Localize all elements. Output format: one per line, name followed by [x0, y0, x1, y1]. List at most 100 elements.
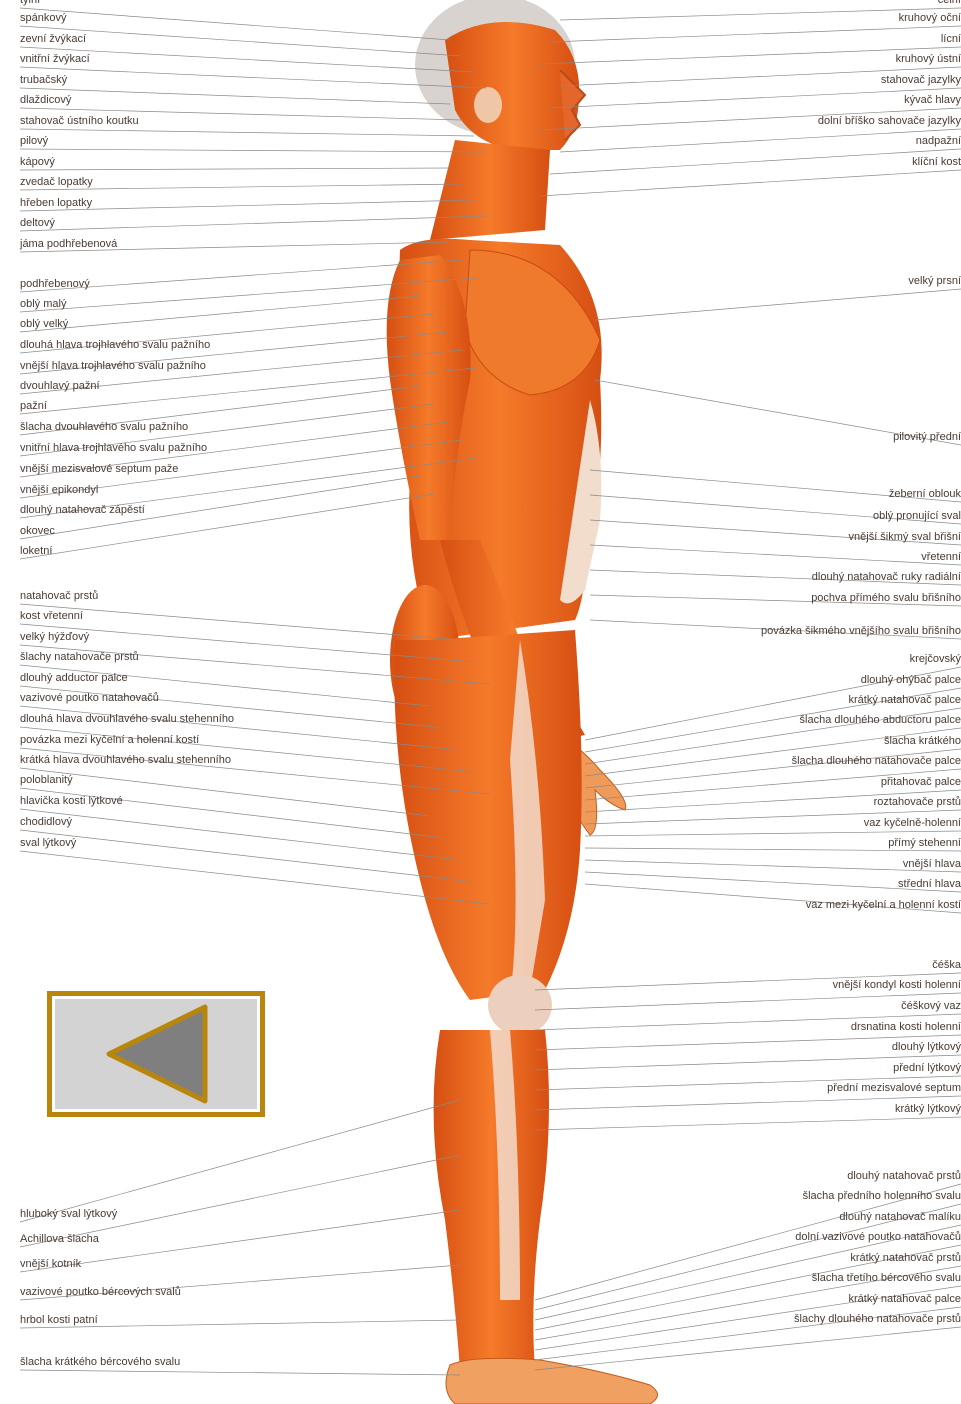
left-label: dlouhý natahovač zápěstí — [20, 504, 145, 517]
leader-line — [560, 129, 961, 152]
head — [415, 0, 585, 150]
left-label: hluboký sval lýtkový — [20, 1208, 117, 1221]
leader-line — [590, 545, 961, 565]
right-label: vaz kyčelně-holenní — [864, 817, 961, 830]
right-label: kývač hlavy — [904, 94, 961, 107]
left-label: stahovač ústního koutku — [20, 115, 139, 128]
right-label: oblý pronující sval — [873, 510, 961, 523]
right-label: stahovač jazylky — [881, 74, 961, 87]
right-label: šlacha krátkého — [884, 735, 961, 748]
foot — [446, 1358, 658, 1404]
left-label: trubačský — [20, 74, 67, 87]
right-label: dlouhý ohýbač palce — [861, 674, 961, 687]
back-button[interactable] — [45, 989, 267, 1119]
right-label: dlouhý natahovač prstů — [847, 1170, 961, 1183]
left-label: vnější hlava trojhlavého svalu pažního — [20, 360, 206, 373]
left-label: vazivové poutko natahovačů — [20, 692, 159, 705]
leader-line — [20, 88, 450, 104]
left-label: loketní — [20, 545, 52, 558]
right-label: povázka šikmého vnějšího svalu břišního — [761, 625, 961, 638]
right-label: pochva přímého svalu břišního — [811, 592, 961, 605]
leader-line — [535, 1117, 961, 1130]
right-label: přední mezisvalové septum — [827, 1082, 961, 1095]
left-label: oblý velký — [20, 318, 68, 331]
left-label: dlouhý adductor palce — [20, 672, 128, 685]
right-label: krátký lýtkový — [895, 1103, 961, 1116]
left-label: hlavička kosti lýtkové — [20, 795, 123, 808]
left-label: kápový — [20, 156, 55, 169]
left-label: spánkový — [20, 12, 66, 25]
right-label: krátký natahovač palce — [848, 694, 961, 707]
right-label: klíční kost — [912, 156, 961, 169]
leader-line — [550, 88, 961, 108]
left-label: velký hýžďový — [20, 631, 89, 644]
right-label: čéškový vaz — [901, 1000, 961, 1013]
left-label: pažní — [20, 400, 47, 413]
left-label: vnější epikondyl — [20, 484, 98, 497]
leader-line — [20, 168, 450, 170]
right-label: šlacha předního holenního svalu — [803, 1190, 961, 1203]
left-label: natahovač prstů — [20, 590, 98, 603]
left-label: vnější kotník — [20, 1258, 81, 1271]
leader-line — [20, 216, 486, 231]
left-label: poloblanitý — [20, 774, 73, 787]
leader-line — [20, 809, 460, 860]
right-label: vaz mezi kyčelní a holenní kostí — [806, 899, 961, 912]
right-label: přitahovač palce — [881, 776, 961, 789]
left-label: oblý malý — [20, 298, 66, 311]
right-label: vnější šikmý sval břišní — [849, 531, 961, 544]
left-label: hrbol kosti patní — [20, 1314, 98, 1327]
left-label: okovec — [20, 525, 55, 538]
right-label: nadpažní — [916, 135, 961, 148]
right-label: dlouhý natahovač ruky radiální — [812, 571, 961, 584]
right-label: krejčovský — [910, 653, 961, 666]
leader-line — [20, 1370, 460, 1375]
left-label: zvedač lopatky — [20, 176, 93, 189]
left-label: dlouhá hlava trojhlavého svalu pažního — [20, 339, 210, 352]
leader-line — [20, 296, 420, 332]
right-label: velký prsní — [908, 275, 961, 288]
left-label: deltový — [20, 217, 55, 230]
left-label: týlní — [20, 0, 40, 7]
left-label: vnější mezisvalové septum paže — [20, 463, 178, 476]
leader-line — [550, 149, 961, 174]
left-label: podhřebenový — [20, 278, 90, 291]
leader-line — [20, 26, 462, 56]
left-label: hřeben lopatky — [20, 197, 92, 210]
left-label: vnitřní hlava trojhlavého svalu pažního — [20, 442, 207, 455]
right-label: drsnatina kosti holenní — [851, 1021, 961, 1034]
right-label: střední hlava — [898, 878, 961, 891]
left-label: krátká hlava dvouhlavého svalu stehenníh… — [20, 754, 231, 767]
leader-line — [595, 289, 961, 320]
leader-line — [535, 993, 961, 1010]
right-label: lícní — [941, 33, 961, 46]
left-label: pilový — [20, 135, 48, 148]
right-label: kruhový oční — [899, 12, 961, 25]
right-label: žeberní oblouk — [889, 488, 961, 501]
left-label: sval lýtkový — [20, 837, 76, 850]
right-label: přední lýtkový — [893, 1062, 961, 1075]
right-label: kruhový ústní — [896, 53, 961, 66]
right-label: pilovitý přední — [893, 431, 961, 444]
right-label: dolní vazivové poutko natahovačů — [795, 1231, 961, 1244]
left-label: vnitřní žvýkací — [20, 53, 90, 66]
lower-leg — [434, 1030, 549, 1370]
right-label: přímý stehenní — [888, 837, 961, 850]
left-label: kost vřetenní — [20, 610, 83, 623]
right-label: šlachy dlouhého natahovače prstů — [794, 1313, 961, 1326]
left-label: zevní žvýkací — [20, 33, 86, 46]
left-label: Achillova šlacha — [20, 1233, 99, 1246]
left-label: jáma podhřebenová — [20, 238, 117, 251]
leader-line — [20, 830, 475, 882]
left-label: vazivové poutko bércových svalů — [20, 1286, 181, 1299]
leader-line — [20, 768, 430, 816]
left-label: dlaždicový — [20, 94, 71, 107]
left-label: chodidlový — [20, 816, 72, 829]
left-label: povázka mezi kyčelní a holenní kostí — [20, 734, 199, 747]
leader-line — [540, 170, 961, 196]
right-label: dlouhý natahovač malíku — [839, 1211, 961, 1224]
right-label: vřetenní — [921, 551, 961, 564]
right-label: šlacha třetího bércového svalu — [812, 1272, 961, 1285]
right-label: vnější hlava — [903, 858, 961, 871]
right-label: šlacha dlouhého natahovače palce — [792, 755, 961, 768]
